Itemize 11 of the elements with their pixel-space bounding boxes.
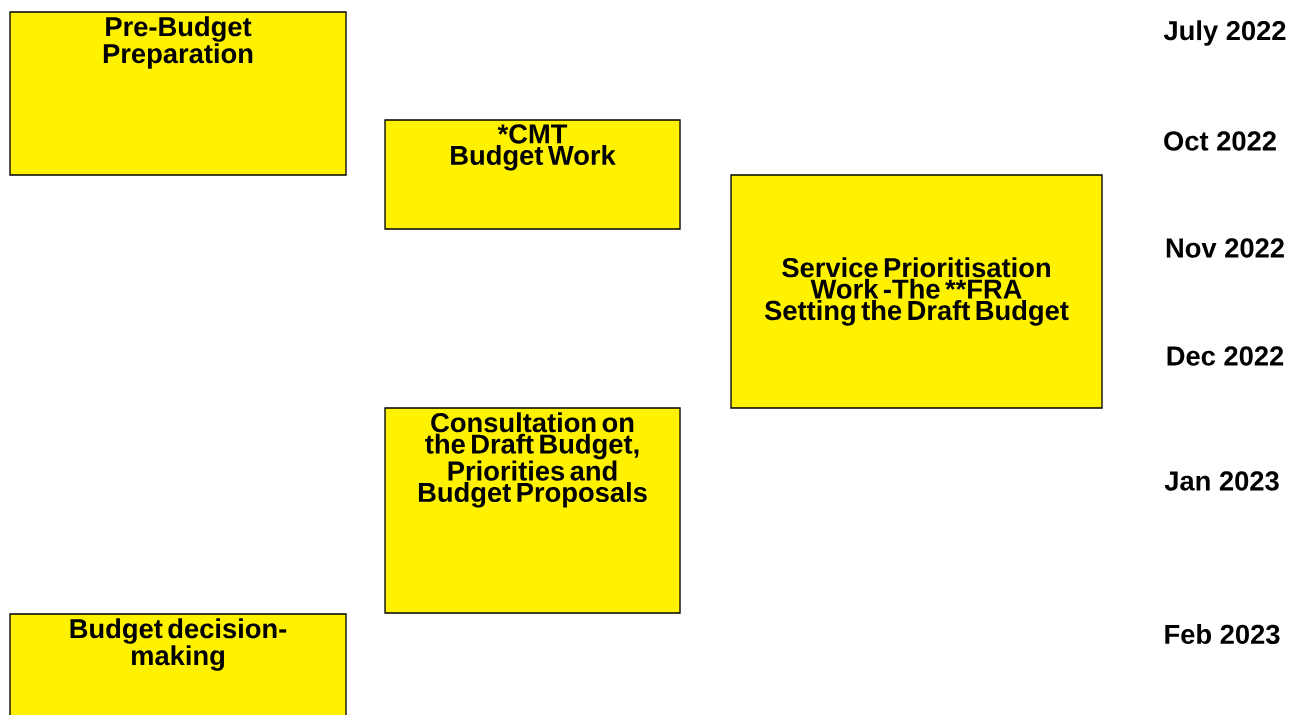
date-label: Oct 2022 <box>1164 131 1276 151</box>
date-label: Jan 2023 <box>1164 471 1279 491</box>
process-box: Consultation on the Draft Budget, Priorities and Budget Proposals <box>384 407 681 614</box>
date-label: Feb 2023 <box>1165 623 1280 645</box>
process-box: Service Prioritisation Work -The **FRA Setting the Draft Budget <box>730 174 1103 409</box>
date-label: Nov 2022 <box>1166 238 1284 258</box>
process-box: Budget decision-making <box>9 613 347 715</box>
date-label: Dec 2022 <box>1167 346 1284 366</box>
process-box: Pre-Budget Preparation <box>9 11 347 176</box>
date-label: July 2022 <box>1163 20 1286 46</box>
process-box: *CMT Budget Work <box>384 119 681 230</box>
